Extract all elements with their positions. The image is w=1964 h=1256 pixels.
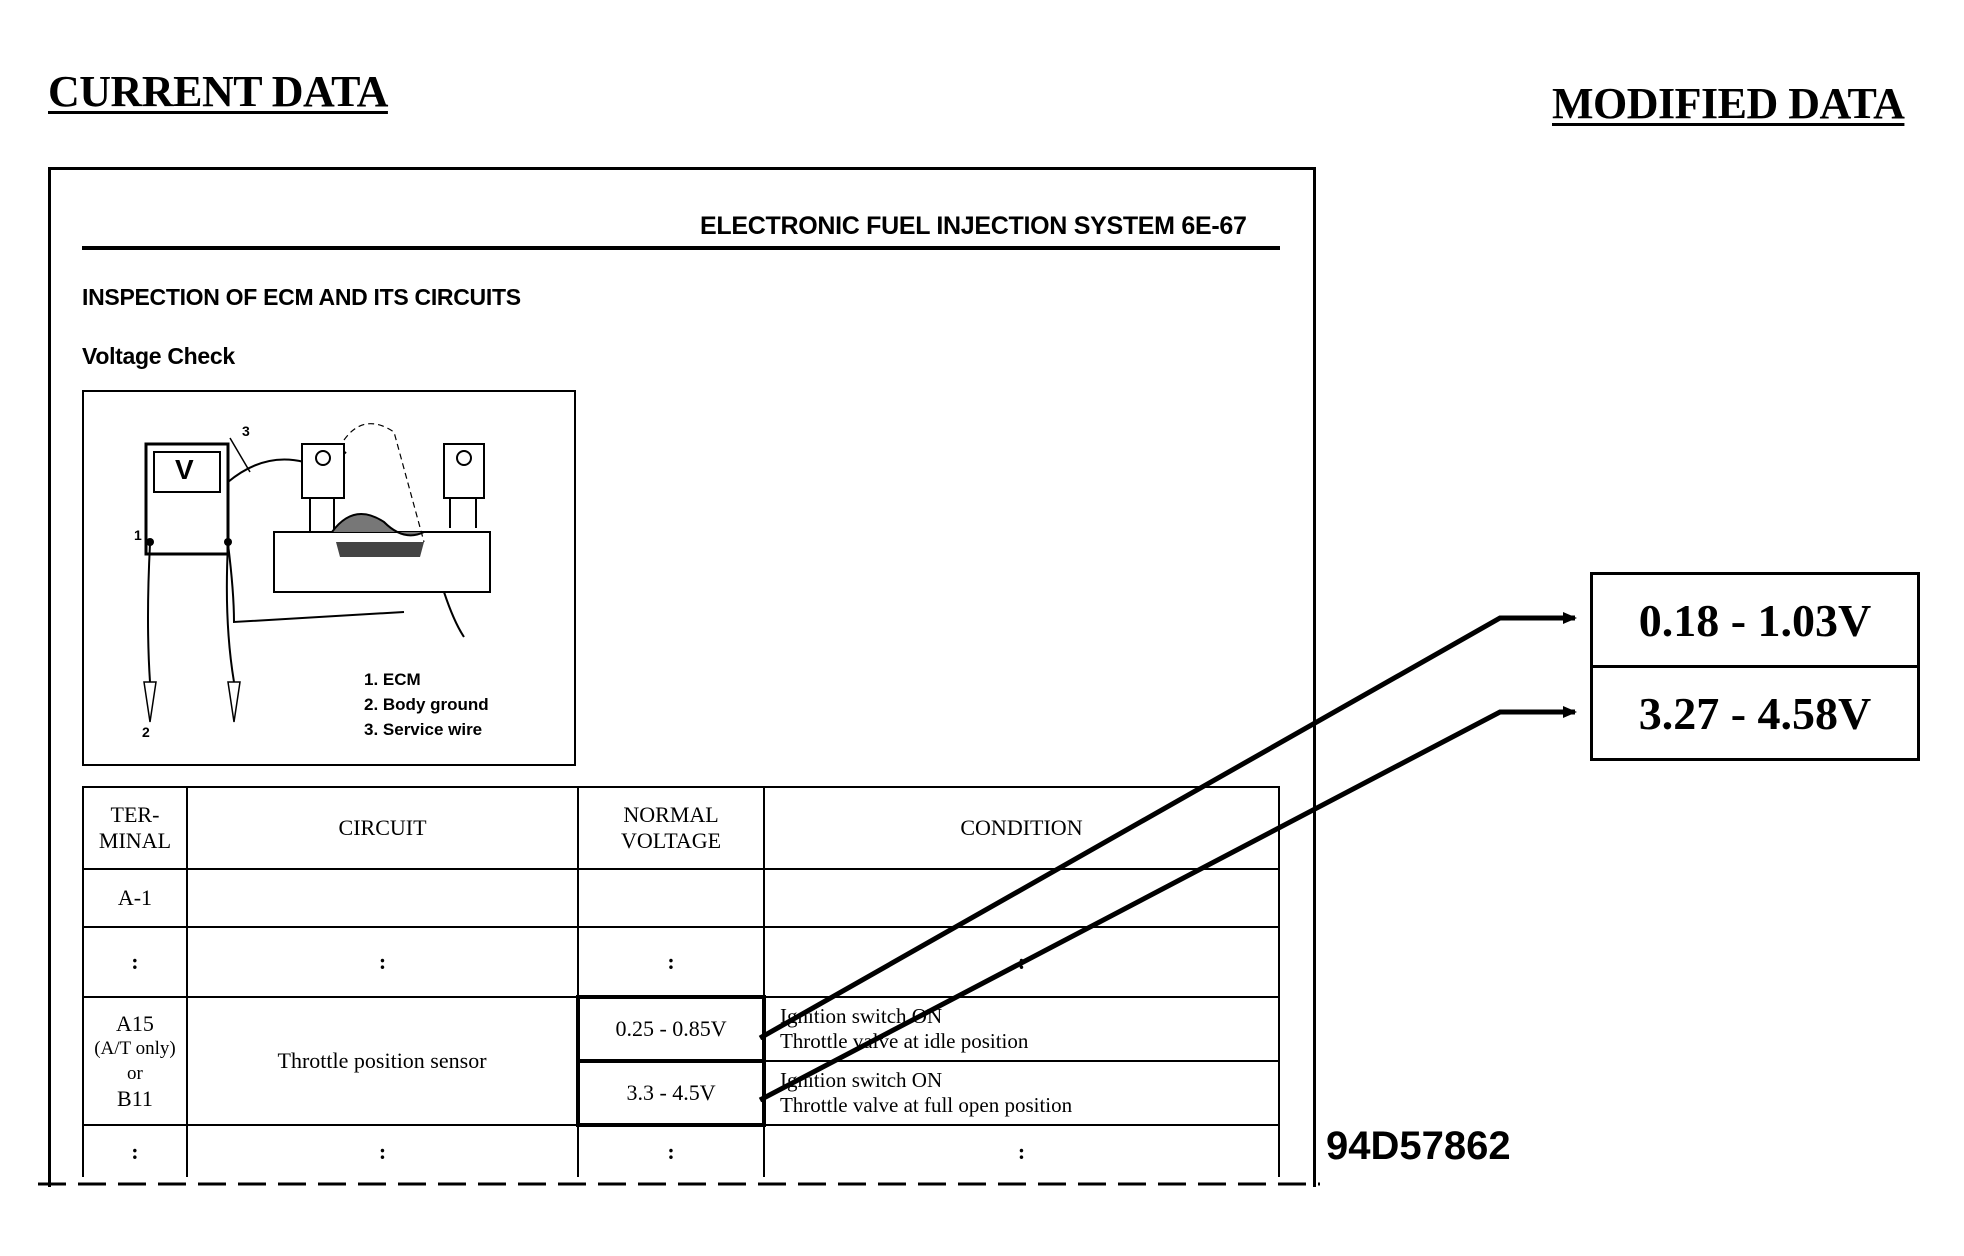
modified-idle-voltage: 0.18 - 1.03V	[1590, 572, 1920, 668]
header-condition: CONDITION	[762, 786, 1281, 870]
condition-full-open: Ignition switch ON Throttle valve at ful…	[762, 1060, 1281, 1126]
section-title: INSPECTION OF ECM AND ITS CIRCUITS	[82, 284, 521, 310]
figure-legend: 1. ECM 2. Body ground 3. Service wire	[364, 667, 489, 742]
page-dashed-bottom	[38, 1182, 1320, 1186]
arrow-idle-voltage	[758, 612, 1577, 1041]
terminal-a1: A-1	[82, 868, 188, 928]
modified-data-heading: MODIFIED DATA	[1552, 79, 1905, 128]
voltage-check-figure: 1 2 3 V 1. ECM 2. Body ground 3. Service…	[82, 390, 576, 766]
callout-2: 2	[142, 724, 150, 740]
legend-item-ecm: 1. ECM	[364, 670, 421, 689]
voltmeter-letter: V	[175, 454, 194, 485]
modified-full-voltage: 3.27 - 4.58V	[1590, 665, 1920, 761]
ecm-wiring-illustration: 1 2 3	[134, 423, 491, 740]
table-row: A-1	[82, 868, 1281, 928]
circuit-throttle-position-sensor: Throttle position sensor	[185, 996, 580, 1126]
current-data-heading: CURRENT DATA	[48, 67, 388, 116]
legend-item-body-ground: 2. Body ground	[364, 695, 489, 714]
table-row-continuation: : : : :	[82, 1124, 1281, 1177]
header-terminal: TER-MINAL	[82, 786, 188, 870]
header-circuit: CIRCUIT	[185, 786, 580, 870]
header-rule	[82, 246, 1280, 250]
voltage-full-current: 3.3 - 4.5V	[576, 1059, 766, 1127]
terminal-tps: A15 (A/T only) or B11	[82, 996, 188, 1126]
callout-1: 1	[134, 527, 142, 543]
running-head: ELECTRONIC FUEL INJECTION SYSTEM 6E-67	[700, 212, 1247, 240]
table-row-tps-idle: A15 (A/T only) or B11 Throttle position …	[82, 995, 1281, 1126]
voltage-idle-current: 0.25 - 0.85V	[576, 995, 766, 1063]
callout-3: 3	[242, 423, 250, 439]
table-row-tps-full: 3.3 - 4.5V Ignition switch ON Throttle v…	[83, 1059, 1281, 1127]
table-row-continuation: : : : :	[82, 926, 1281, 998]
subsection-title: Voltage Check	[82, 343, 235, 369]
reference-code: 94D57862	[1326, 1124, 1511, 1168]
legend-item-service-wire: 3. Service wire	[364, 720, 483, 739]
manual-page-frame	[48, 167, 1316, 1187]
arrow-full-voltage	[758, 706, 1577, 1103]
